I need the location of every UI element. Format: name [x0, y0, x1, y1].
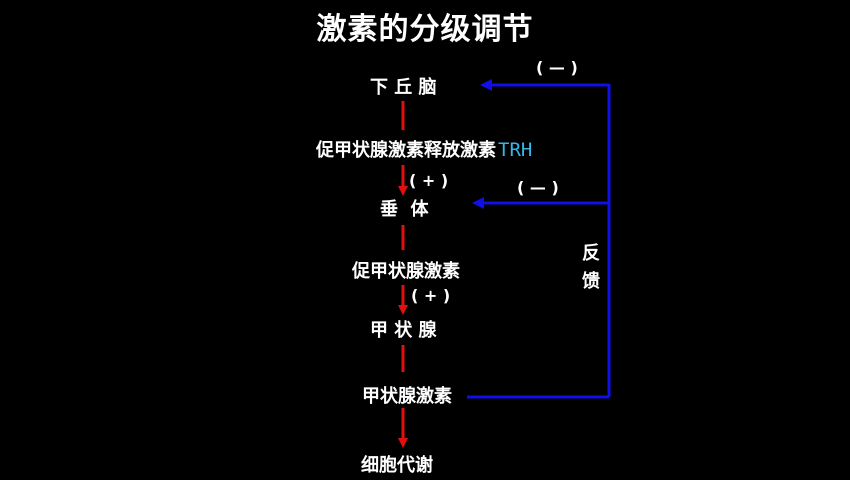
- trh-handwritten-note: TRH: [498, 139, 533, 161]
- node-thyroid: 甲 状 腺: [370, 320, 437, 341]
- node-metabolism: 细胞代谢: [361, 455, 433, 476]
- node-tsh: 促甲状腺激素: [352, 261, 460, 282]
- node-trh-label: 促甲状腺激素释放激素: [316, 140, 496, 161]
- page-title: 激素的分级调节: [316, 12, 534, 47]
- sign-inhibit-pituitary: ( — ): [517, 178, 559, 197]
- sign-inhibit-hypothalamus: ( — ): [536, 58, 578, 77]
- sign-promote-1: ( + ): [409, 171, 449, 190]
- node-thyroxine: 甲状腺激素: [362, 386, 452, 407]
- sign-promote-2: ( + ): [411, 286, 451, 305]
- node-hypothalamus: 下 丘 脑: [370, 77, 437, 98]
- node-pituitary: 垂 体: [380, 199, 429, 220]
- feedback-label: 反馈: [582, 243, 600, 292]
